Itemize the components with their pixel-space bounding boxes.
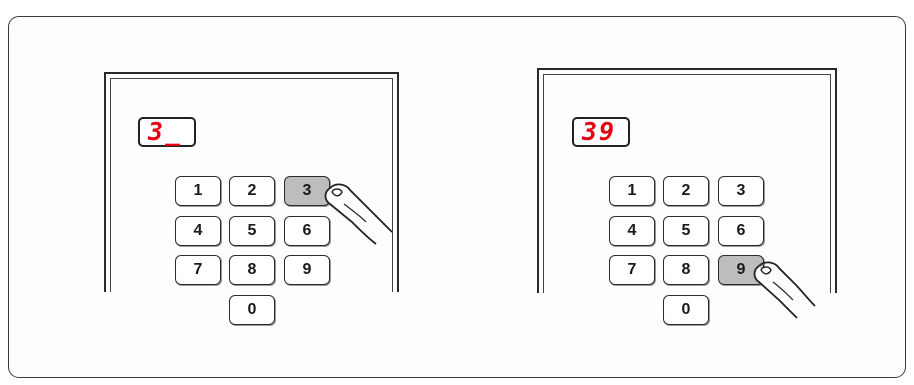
pointing-finger-icon — [735, 258, 825, 323]
key-1[interactable]: 1 — [609, 176, 655, 206]
key-7[interactable]: 7 — [609, 255, 655, 285]
key-4[interactable]: 4 — [609, 216, 655, 246]
led-display: 39 — [572, 117, 630, 147]
key-8[interactable]: 8 — [663, 255, 709, 285]
key-3[interactable]: 3 — [718, 176, 764, 206]
key-2[interactable]: 2 — [663, 176, 709, 206]
key-5[interactable]: 5 — [663, 216, 709, 246]
key-6[interactable]: 6 — [718, 216, 764, 246]
key-0[interactable]: 0 — [663, 295, 709, 325]
